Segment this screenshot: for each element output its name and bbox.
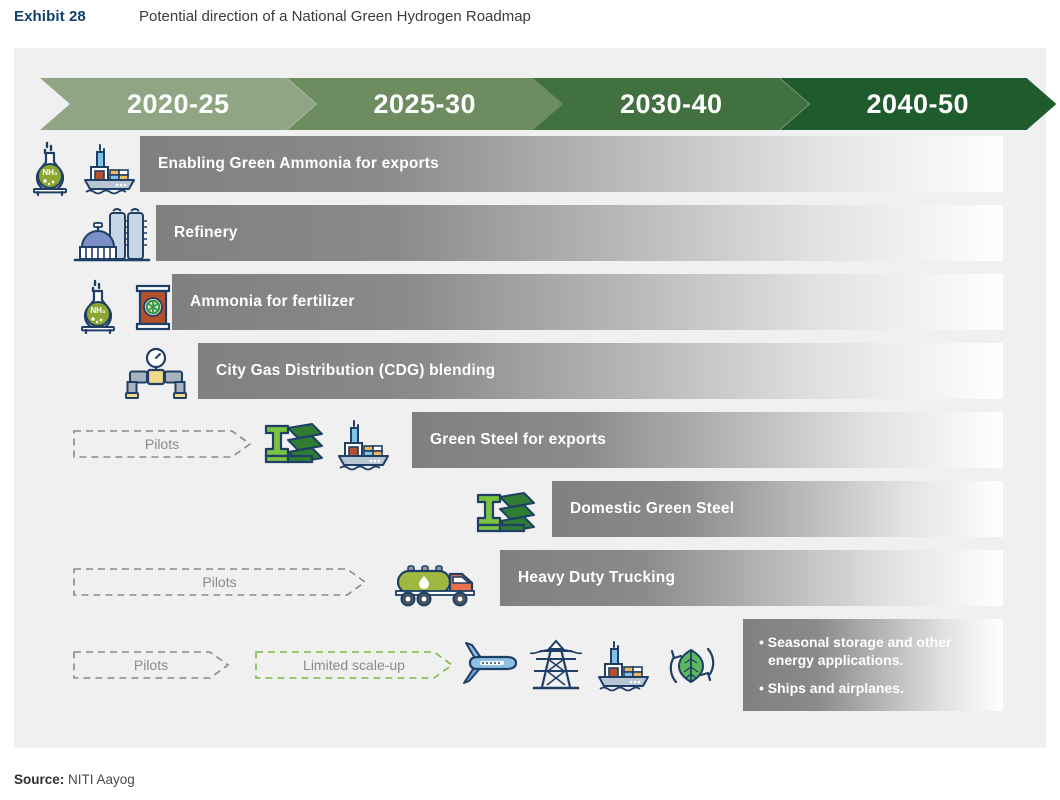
timeline-arrow-shape: [40, 78, 317, 130]
steel-beam-icon: [262, 418, 324, 470]
roadmap-bar-ammonia-for-fertilizer[interactable]: Ammonia for fertilizer: [172, 274, 1003, 330]
roadmap-bar-other-applications[interactable]: • Seasonal storage and other energy appl…: [743, 619, 1003, 711]
cargo-ship-icon: [332, 416, 394, 472]
exhibit-label: Exhibit 28: [14, 8, 86, 25]
dashed-arrow-label: Pilots: [202, 574, 237, 590]
steel-beam-icon: [474, 487, 536, 539]
roadmap-row-city-gas-distribution: City Gas Distribution (CDG) blending: [14, 343, 1046, 407]
ammonia-flask-icon: NH₃: [24, 140, 76, 196]
svg-text:NH₃: NH₃: [42, 168, 58, 177]
roadmap-row-enabling-green-ammonia: Enabling Green Ammonia for exports NH₃: [14, 136, 1046, 200]
source-note: Source: NITI Aayog: [14, 772, 135, 787]
cargo-ship-icon: [592, 637, 654, 693]
ammonia-flask-icon: NH₃: [72, 278, 124, 334]
roadmap-row-domestic-green-steel: Domestic Green Steel: [14, 481, 1046, 545]
dashed-arrow-shape: [255, 651, 454, 679]
exhibit-header: Exhibit 28 Potential direction of a Nati…: [14, 8, 531, 25]
row-icon-group: [262, 416, 394, 472]
bar-label: Ammonia for fertilizer: [190, 293, 355, 310]
dashed-arrow-shape: [73, 430, 252, 458]
roadmap-row-other-applications: • Seasonal storage and other energy appl…: [14, 619, 1046, 715]
timeline-segment-2030-40[interactable]: 2030-40: [533, 78, 810, 130]
tanker-truck-icon: [390, 554, 482, 610]
bar-label: Domestic Green Steel: [570, 500, 735, 517]
timeline-arrow-shape: [533, 78, 810, 130]
timeline-segment-2025-30[interactable]: 2025-30: [286, 78, 563, 130]
source-label: Source:: [14, 772, 65, 787]
bar-label: City Gas Distribution (CDG) blending: [216, 362, 496, 379]
fertilizer-bag-icon: [130, 278, 176, 334]
row-icon-group: [124, 347, 188, 403]
timeline-arrow-shape: [286, 78, 563, 130]
gas-pipeline-valve-icon: [124, 347, 188, 403]
roadmap-bar-refinery[interactable]: Refinery: [156, 205, 1003, 261]
page-title: Potential direction of a National Green …: [139, 8, 531, 25]
roadmap-canvas: 2020-25 2025-30 2030-40 2040-50 Enabling…: [14, 48, 1056, 748]
row-icon-group: [72, 207, 152, 267]
roadmap-bar-heavy-duty-trucking[interactable]: Heavy Duty Trucking: [500, 550, 1003, 606]
timeline-segment-2040-50[interactable]: 2040-50: [779, 78, 1056, 130]
dashed-arrow-label: Limited scale-up: [303, 657, 405, 673]
timeline-segment-label: 2025-30: [373, 88, 477, 119]
bar-label: Enabling Green Ammonia for exports: [158, 155, 439, 172]
roadmap-bar-enabling-green-ammonia[interactable]: Enabling Green Ammonia for exports: [140, 136, 1003, 192]
bullet-item: • Seasonal storage and other energy appl…: [759, 634, 952, 669]
roadmap-bar-city-gas-distribution[interactable]: City Gas Distribution (CDG) blending: [198, 343, 1003, 399]
row-icon-group: [454, 637, 720, 693]
pilot-arrow[interactable]: Pilots: [72, 563, 367, 601]
dashed-arrow-shape: [73, 651, 230, 679]
bar-label: Refinery: [174, 224, 238, 241]
row-icon-group: [390, 554, 482, 610]
pilot-arrow[interactable]: Pilots: [72, 646, 230, 684]
roadmap-row-heavy-duty-trucking: Heavy Duty Trucking Pilots: [14, 550, 1046, 614]
timeline-segment-label: 2020-25: [126, 88, 230, 119]
svg-text:NH₃: NH₃: [90, 306, 106, 315]
airplane-icon: [454, 637, 520, 693]
roadmap-row-green-steel-for-exports: Green Steel for exports Pilots: [14, 412, 1046, 476]
timeline-segment-2020-25[interactable]: 2020-25: [40, 78, 317, 130]
roadmap-row-ammonia-for-fertilizer: Ammonia for fertilizer NH₃: [14, 274, 1046, 338]
bar-label: Heavy Duty Trucking: [518, 569, 676, 586]
bullet-item: • Ships and airplanes.: [759, 679, 904, 696]
timeline-segment-label: 2030-40: [619, 88, 723, 119]
bar-label: Green Steel for exports: [430, 431, 607, 448]
timeline-arrow-shape: [779, 78, 1056, 130]
roadmap-bar-domestic-green-steel[interactable]: Domestic Green Steel: [552, 481, 1003, 537]
bar-bullet-list: • Seasonal storage and other energy appl…: [743, 631, 986, 699]
leaf-recycle-icon: [662, 637, 720, 693]
roadmap-bar-green-steel-for-exports[interactable]: Green Steel for exports: [412, 412, 1003, 468]
pilot-arrow[interactable]: Pilots: [72, 425, 252, 463]
limited-scale-up-arrow[interactable]: Limited scale-up: [254, 646, 454, 684]
row-icon-group: NH₃: [24, 140, 140, 196]
refinery-icon: [72, 207, 152, 267]
roadmap-row-refinery: Refinery: [14, 205, 1046, 269]
source-value: NITI Aayog: [68, 772, 135, 787]
timeline-header: 2020-25 2025-30 2030-40 2040-50: [40, 78, 1056, 130]
timeline-segment-label: 2040-50: [866, 88, 970, 119]
power-pylon-icon: [528, 637, 584, 693]
dashed-arrow-shape: [73, 568, 367, 596]
row-icon-group: [474, 487, 536, 539]
dashed-arrow-label: Pilots: [133, 657, 169, 673]
row-icon-group: NH₃: [72, 278, 176, 334]
cargo-ship-icon: [78, 140, 140, 196]
dashed-arrow-label: Pilots: [144, 436, 180, 452]
